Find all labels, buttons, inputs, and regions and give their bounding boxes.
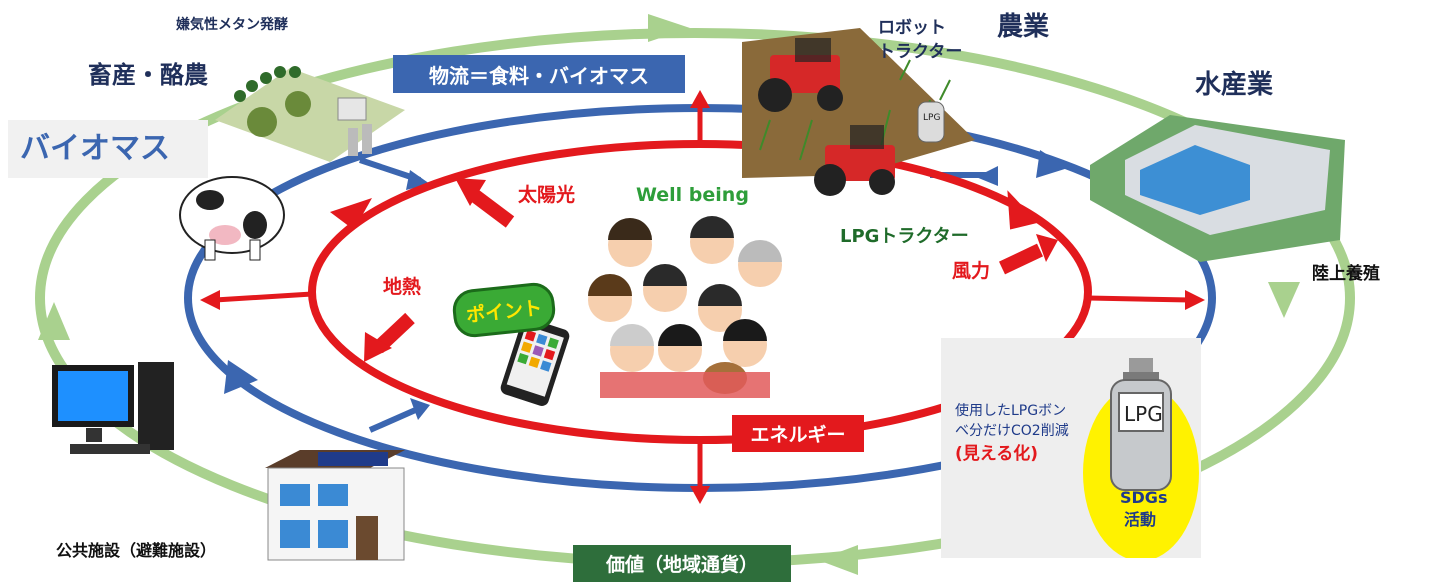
red-energy-ring — [200, 90, 1205, 504]
green-arrow-right — [1268, 282, 1300, 318]
green-arrow-bottom — [818, 545, 858, 575]
fishery-label: 水産業 — [1195, 70, 1274, 100]
sdgs-label-1: SDGs — [1120, 488, 1168, 507]
lpg-cylinder-icon — [1083, 358, 1199, 558]
farm-icon — [215, 66, 405, 162]
wind-label: 風力 — [952, 260, 991, 282]
logistics-label: 物流＝食料・バイオマス — [429, 63, 649, 88]
lpg-cylinder-label: LPG — [1124, 402, 1163, 426]
energy-label: エネルギー — [750, 424, 846, 446]
green-arrow-left — [38, 302, 70, 340]
wind-arrow — [999, 243, 1043, 275]
value-label: 価値（地域通貨） — [605, 554, 758, 576]
solar-label: 太陽光 — [518, 184, 576, 206]
lpg-info-panel — [941, 338, 1201, 558]
lpg-note-line1: 使用したLPGボン — [955, 403, 1067, 419]
lpg-tractor-label: LPGトラクター — [840, 226, 969, 247]
logistics-box: 物流＝食料・バイオマス — [393, 55, 685, 93]
green-arrow-top — [648, 14, 690, 42]
sdgs-label-2: 活動 — [1124, 510, 1157, 529]
value-box: 価値（地域通貨） — [573, 545, 791, 582]
biomass-label-background — [8, 120, 208, 178]
blue-arrow-in-bottom — [368, 405, 422, 433]
methane-label: 嫌気性メタン発酵 — [176, 17, 288, 33]
agriculture-label: 農業 — [997, 12, 1050, 42]
lpg-tractor-icon — [814, 101, 945, 196]
people-icon — [588, 216, 782, 398]
visualize-label: (見える化) — [955, 444, 1039, 464]
red-arrow-right — [1185, 290, 1205, 310]
red-arrow-down — [690, 486, 710, 504]
red-arrow-up — [690, 90, 710, 108]
house-icon — [265, 450, 405, 561]
robot-tractor-label-2: トラクター — [878, 42, 963, 62]
solar-arrow — [465, 186, 515, 228]
robot-tractor-label-1: ロボット — [878, 18, 946, 38]
lpg-note-line2: ベ分だけCO2削減 — [955, 423, 1069, 439]
blue-arrow-right-upper — [1036, 150, 1068, 178]
biomass-label: バイオマス — [20, 131, 170, 166]
livestock-label: 畜産・酪農 — [88, 61, 208, 89]
smartphone-icon — [500, 318, 570, 406]
tractor-icon — [758, 38, 843, 112]
land-aquaculture-label: 陸上養殖 — [1312, 264, 1380, 284]
well-being-label: Well being — [636, 184, 749, 206]
energy-box: エネルギー — [732, 415, 864, 452]
tractor-tank-label: LPG — [923, 113, 941, 123]
public-facility-label: 公共施設（避難施設） — [56, 541, 217, 560]
point-label: ポイント — [465, 296, 544, 327]
cow-icon — [179, 176, 285, 261]
red-arrow-inner-left — [330, 198, 372, 230]
red-arrow-left — [200, 290, 220, 310]
red-arrow-inner-right — [1007, 190, 1039, 230]
fish-farm-icon — [1090, 115, 1345, 262]
geothermal-label: 地熱 — [383, 276, 422, 298]
computer-icon — [52, 362, 174, 454]
blue-arrow-left-lower — [224, 360, 258, 394]
